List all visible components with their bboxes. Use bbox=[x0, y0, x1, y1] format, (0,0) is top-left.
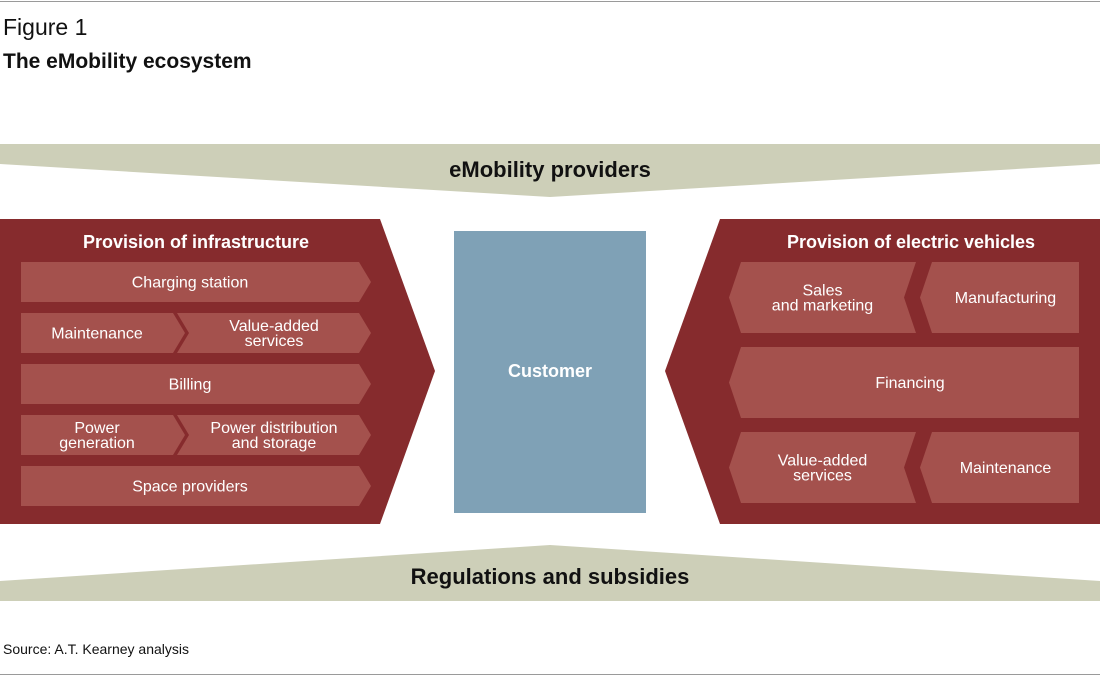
infra-value-added-services-label-line-1: Value-added bbox=[229, 318, 319, 335]
infra-billing-box bbox=[21, 364, 371, 404]
figure-title: The eMobility ecosystem bbox=[3, 50, 252, 73]
infra-charging-station-box bbox=[21, 262, 371, 302]
infra-power-distribution-and-storage-box bbox=[177, 415, 371, 455]
bottom-band-shape bbox=[0, 545, 1100, 601]
bottom-rule bbox=[0, 674, 1100, 675]
source-note: Source: A.T. Kearney analysis bbox=[3, 641, 189, 657]
infra-power-distribution-and-storage-label-line-2: and storage bbox=[232, 435, 317, 452]
ev-maintenance-label: Maintenance bbox=[960, 460, 1052, 477]
ev-value-added-services-box bbox=[729, 432, 916, 503]
ev-sales-and-marketing-box bbox=[729, 262, 916, 333]
infra-value-added-services-box bbox=[177, 313, 371, 353]
top-band-shape bbox=[0, 144, 1100, 197]
infra-power-generation-label-line-2: generation bbox=[59, 435, 135, 452]
infra-power-distribution-and-storage-label-line-1: Power distribution bbox=[210, 420, 337, 437]
customer-box bbox=[454, 231, 646, 513]
left-panel-title: Provision of infrastructure bbox=[83, 232, 309, 252]
top-band-label: eMobility providers bbox=[449, 157, 651, 182]
ev-manufacturing-label: Manufacturing bbox=[955, 290, 1056, 307]
infra-value-added-services-label-line-2: services bbox=[245, 333, 304, 350]
infra-power-generation-label-line-1: Power bbox=[74, 420, 120, 437]
ev-manufacturing-box bbox=[920, 262, 1079, 333]
infra-space-providers-box bbox=[21, 466, 371, 506]
infra-power-generation-box bbox=[21, 415, 185, 455]
infra-billing-label: Billing bbox=[169, 377, 212, 394]
infra-maintenance-label: Maintenance bbox=[51, 326, 143, 343]
ev-financing-box bbox=[729, 347, 1079, 418]
infra-space-providers-label: Space providers bbox=[132, 479, 248, 496]
top-rule bbox=[0, 1, 1100, 2]
ev-value-added-services-label-line-2: services bbox=[793, 468, 852, 485]
bottom-band-label: Regulations and subsidies bbox=[411, 564, 690, 589]
ev-financing-label: Financing bbox=[875, 375, 944, 392]
infra-charging-station-label: Charging station bbox=[132, 275, 249, 292]
ev-maintenance-box bbox=[920, 432, 1079, 503]
right-panel-title: Provision of electric vehicles bbox=[787, 232, 1035, 252]
figure-label: Figure 1 bbox=[3, 14, 88, 40]
ev-sales-and-marketing-label-line-2: and marketing bbox=[772, 298, 873, 315]
customer-label: Customer bbox=[508, 361, 592, 381]
ev-sales-and-marketing-label-line-1: Sales bbox=[802, 283, 842, 300]
infra-maintenance-box bbox=[21, 313, 185, 353]
ev-value-added-services-label-line-1: Value-added bbox=[778, 453, 868, 470]
